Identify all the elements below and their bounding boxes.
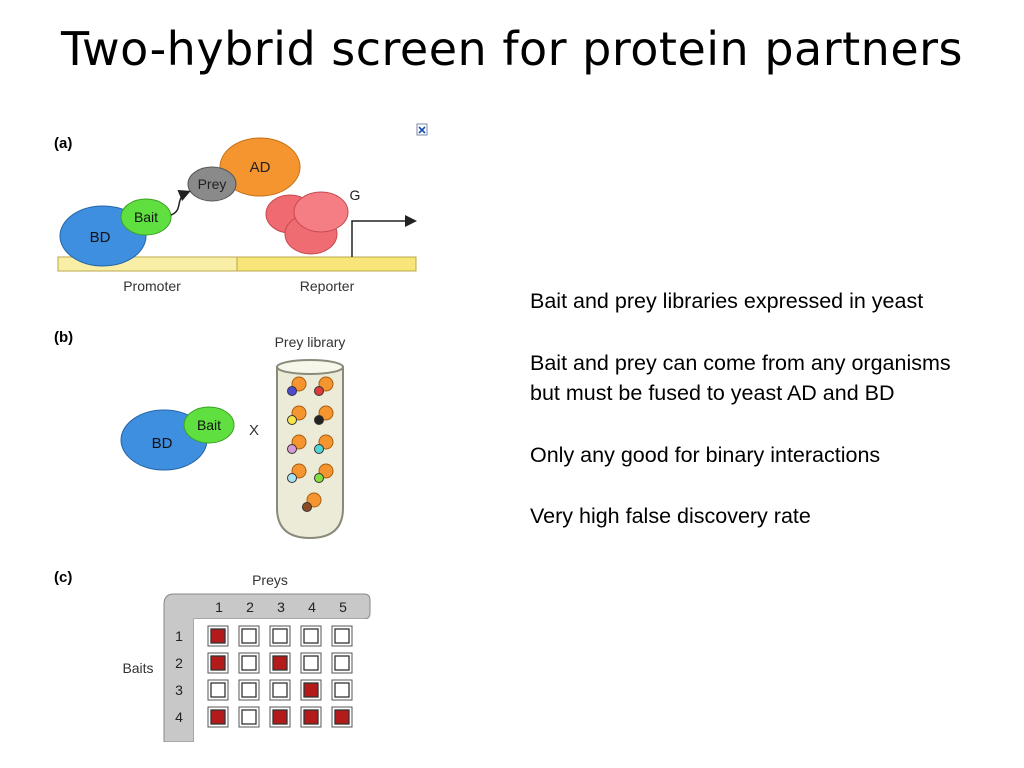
matrix-cell-negative	[210, 682, 226, 698]
reporter-gene-label: G	[350, 187, 361, 203]
matrix-cell-frame	[331, 679, 353, 701]
bait-protein	[120, 198, 172, 236]
reporter-label: Reporter	[300, 278, 355, 294]
matrix-cell-frame	[238, 679, 260, 701]
prey-library-title: Prey library	[275, 334, 346, 350]
tube-rim	[276, 359, 344, 375]
matrix-cell-frame	[207, 679, 229, 701]
bait-row-label: 4	[175, 709, 183, 725]
promoter-label: Promoter	[123, 278, 181, 294]
matrix-cell-frame	[238, 652, 260, 674]
matrix-cell-negative	[334, 655, 350, 671]
matrix-cell-frame	[238, 625, 260, 647]
panel-a: (a) Promoter Reporter G AD Prey BD Bait	[54, 123, 428, 294]
cross-symbol: X	[249, 422, 259, 439]
interaction-arrow	[170, 190, 191, 216]
interaction-matrix: 1 2 3 4 5 1 2 3 4	[175, 599, 353, 728]
prey-column-label: 5	[339, 599, 347, 615]
bait-row-label: 2	[175, 655, 183, 671]
prey-column-label: 4	[308, 599, 316, 615]
prey-fusions	[287, 376, 334, 512]
matrix-cell-negative	[241, 709, 257, 725]
matrix-cell-frame	[269, 706, 291, 728]
matrix-cell-frame	[300, 679, 322, 701]
preys-axis-label: Preys	[252, 572, 288, 588]
panel-a-label: (a)	[54, 135, 72, 152]
matrix-cell-negative	[334, 682, 350, 698]
broken-image-icon	[416, 123, 428, 136]
matrix-cell-positive	[272, 709, 288, 725]
matrix-cell-negative	[272, 682, 288, 698]
panel-b-label: (b)	[54, 329, 73, 346]
ad-domain	[219, 137, 301, 197]
transcription-arrow	[351, 215, 417, 257]
bullet-item: Very high false discovery rate	[530, 504, 811, 528]
grid-frame	[163, 593, 371, 742]
prey-library-tube	[276, 366, 344, 540]
matrix-cell-frame	[331, 706, 353, 728]
matrix-cell-frame	[207, 625, 229, 647]
bd-label-b: BD	[152, 435, 173, 452]
matrix-cell-frame	[300, 652, 322, 674]
matrix-cell-frame	[300, 706, 322, 728]
matrix-cell-negative	[241, 655, 257, 671]
bullet-item: Bait and prey libraries expressed in yea…	[530, 289, 924, 313]
matrix-cell-frame	[331, 625, 353, 647]
matrix-cell-positive	[210, 709, 226, 725]
matrix-cell-frame	[207, 706, 229, 728]
panel-c-label: (c)	[54, 569, 72, 586]
ad-label: AD	[250, 159, 271, 176]
bait-row-label: 3	[175, 682, 183, 698]
bait-label: Bait	[134, 209, 158, 225]
panel-c: (c) Preys Baits 1 2 3 4 5 1 2 3 4	[54, 569, 430, 742]
matrix-cell-positive	[303, 709, 319, 725]
figure: (a) Promoter Reporter G AD Prey BD Bait	[54, 123, 430, 742]
matrix-cell-negative	[334, 628, 350, 644]
bd-label: BD	[90, 229, 111, 246]
matrix-cell-negative	[241, 628, 257, 644]
matrix-cell-positive	[210, 655, 226, 671]
matrix-cell-frame	[207, 652, 229, 674]
matrix-cell-negative	[303, 628, 319, 644]
reporter-dna-bar	[236, 256, 417, 272]
matrix-cell-negative	[241, 682, 257, 698]
bullet-item: Only any good for binary interactions	[530, 442, 881, 467]
panel-b: (b) Prey library BD Bait X	[54, 329, 346, 540]
prey-label: Prey	[198, 176, 227, 192]
matrix-cell-negative	[272, 628, 288, 644]
prey-column-label: 1	[215, 599, 223, 615]
matrix-cell-frame	[269, 625, 291, 647]
matrix-cell-frame	[269, 652, 291, 674]
prey-column-label: 2	[246, 599, 254, 615]
bait-protein-b	[183, 406, 235, 444]
matrix-cell-frame	[300, 625, 322, 647]
baits-axis-label: Baits	[122, 660, 153, 676]
matrix-cell-frame	[331, 652, 353, 674]
bait-row-label: 1	[175, 628, 183, 644]
bullet-item: Bait and prey can come from any organism…	[530, 350, 951, 406]
slide-title: Two-hybrid screen for protein partners	[60, 22, 963, 76]
matrix-cell-positive	[303, 682, 319, 698]
bait-label-b: Bait	[197, 417, 221, 433]
matrix-cell-negative	[303, 655, 319, 671]
matrix-cell-positive	[210, 628, 226, 644]
bullet-list: Bait and prey libraries expressed in yea…	[530, 286, 970, 563]
matrix-cell-positive	[272, 655, 288, 671]
prey-protein	[187, 166, 237, 202]
matrix-cell-frame	[238, 706, 260, 728]
reporter-protein	[265, 191, 349, 255]
prey-column-label: 3	[277, 599, 285, 615]
matrix-cell-frame	[269, 679, 291, 701]
matrix-cell-positive	[334, 709, 350, 725]
